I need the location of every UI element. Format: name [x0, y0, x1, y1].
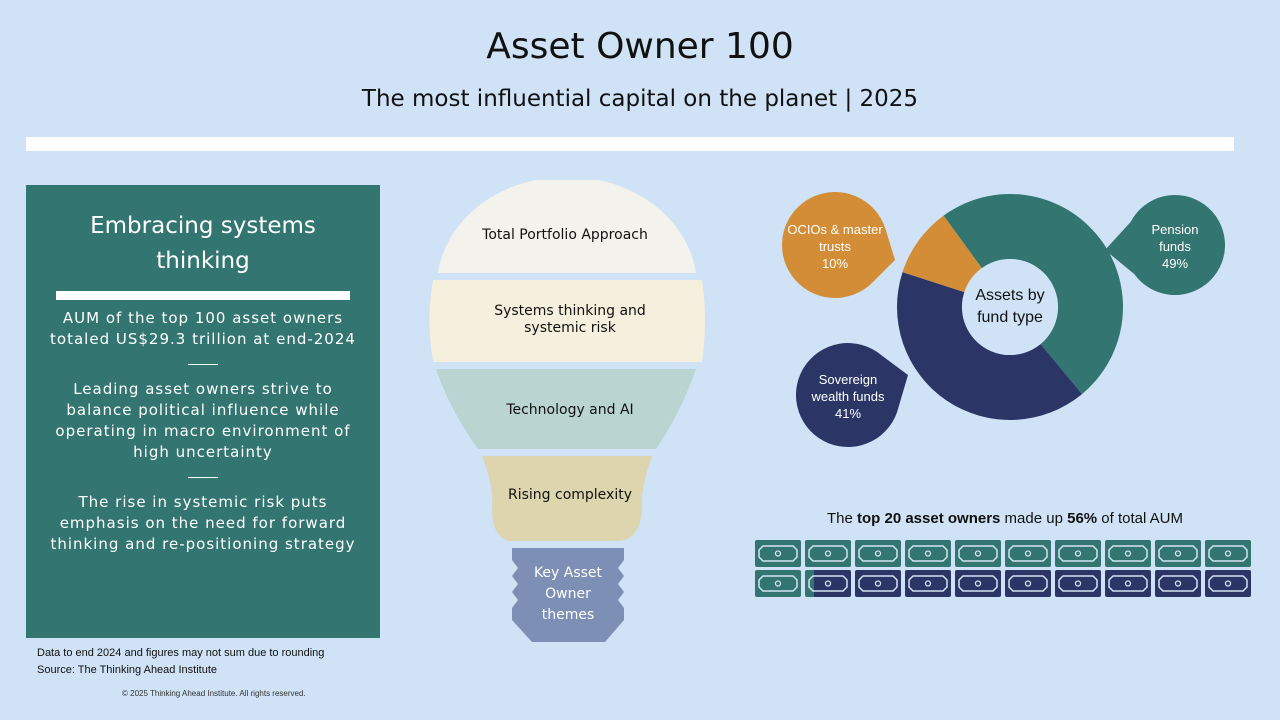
summary-panel: Embracing systems thinking AUM of the to… — [26, 185, 380, 638]
bill-icon — [1005, 540, 1051, 567]
bill-icon — [955, 570, 1001, 597]
bill-icon — [1005, 570, 1051, 597]
bill-icon — [955, 540, 1001, 567]
page-title: Asset Owner 100 — [486, 26, 794, 67]
bulb-segment-3 — [436, 369, 696, 449]
label-sovereign-name: Sovereign wealth funds — [811, 371, 885, 404]
top20-statement: The top 20 asset owners made up 56% of t… — [755, 510, 1255, 527]
t-pre: The — [826, 510, 857, 527]
bill-icon — [855, 570, 901, 597]
fund-type-donut-chart — [782, 192, 1225, 447]
theme-4: Rising complexity — [507, 486, 632, 503]
callout-ocios — [782, 192, 895, 298]
divider — [188, 364, 218, 365]
donut-slice-ocios-master-trusts — [902, 215, 982, 293]
lightbulb-diagram: Total Portfolio Approach Systems thinkin… — [420, 180, 720, 650]
source-note: Source: The Thinking Ahead Institute — [37, 664, 217, 676]
bill-icon — [1105, 570, 1151, 597]
bill-icon — [755, 540, 801, 567]
bill-icon — [1205, 540, 1251, 567]
bill-icon — [1105, 540, 1151, 567]
label-pension-name: Pension funds — [1151, 221, 1199, 254]
bill-icon — [805, 540, 851, 567]
bulb-segment-4 — [482, 456, 652, 541]
theme-2: Systems thinking and systemic risk — [494, 303, 646, 336]
callout-sovereign — [796, 343, 908, 447]
donut-slice-sovereign-wealth-funds — [897, 272, 1083, 420]
bill-icon — [905, 540, 951, 567]
callout-pension — [1105, 195, 1225, 295]
bill-icon — [1155, 570, 1201, 597]
bulb-base — [512, 548, 624, 642]
divider — [188, 477, 218, 478]
label-ocios-name: OCIOs & master trusts — [787, 221, 883, 254]
bill-icon — [1055, 570, 1101, 597]
donut-slice-pension-funds — [943, 194, 1123, 395]
panel-point-2: Leading asset owners strive to balance p… — [55, 380, 351, 461]
bulb-segment-1 — [438, 180, 696, 273]
t-bold2: 56% — [1067, 510, 1098, 527]
footnote: Data to end 2024 and figures may not sum… — [37, 647, 325, 659]
panel-point-1: AUM of the top 100 asset owners totaled … — [50, 309, 356, 348]
divider-bar — [26, 137, 1234, 151]
bill-icon — [905, 570, 951, 597]
theme-3: Technology and AI — [506, 401, 634, 418]
bill-icon — [1205, 570, 1251, 597]
copyright: © 2025 Thinking Ahead Institute. All rig… — [122, 689, 306, 698]
bulb-segment-2 — [429, 280, 705, 362]
heading-rule — [56, 291, 350, 300]
bulb-base-label: Key Asset Owner themes — [533, 564, 603, 623]
label-ocios-value: 10% — [821, 255, 849, 271]
bill-icon — [1055, 540, 1101, 567]
page-subtitle: The most influential capital on the plan… — [361, 86, 919, 112]
bulb-shapes — [429, 180, 705, 642]
panel-point-3: The rise in systemic risk puts emphasis … — [50, 493, 356, 553]
t-bold1: top 20 asset owners — [857, 510, 1001, 527]
t-post: of total AUM — [1097, 510, 1184, 527]
label-pension-value: 49% — [1161, 255, 1189, 271]
label-sovereign-value: 41% — [834, 405, 862, 421]
bill-icon — [855, 540, 901, 567]
bill-icon — [755, 570, 801, 597]
bill-icon — [805, 570, 851, 597]
donut-hole — [962, 259, 1058, 355]
donut-center-title: Assets by fund type — [975, 287, 1045, 326]
bill-icon — [1155, 540, 1201, 567]
panel-heading: Embracing systems thinking — [90, 213, 316, 274]
theme-1: Total Portfolio Approach — [482, 226, 648, 243]
t-mid: made up — [1000, 510, 1068, 527]
